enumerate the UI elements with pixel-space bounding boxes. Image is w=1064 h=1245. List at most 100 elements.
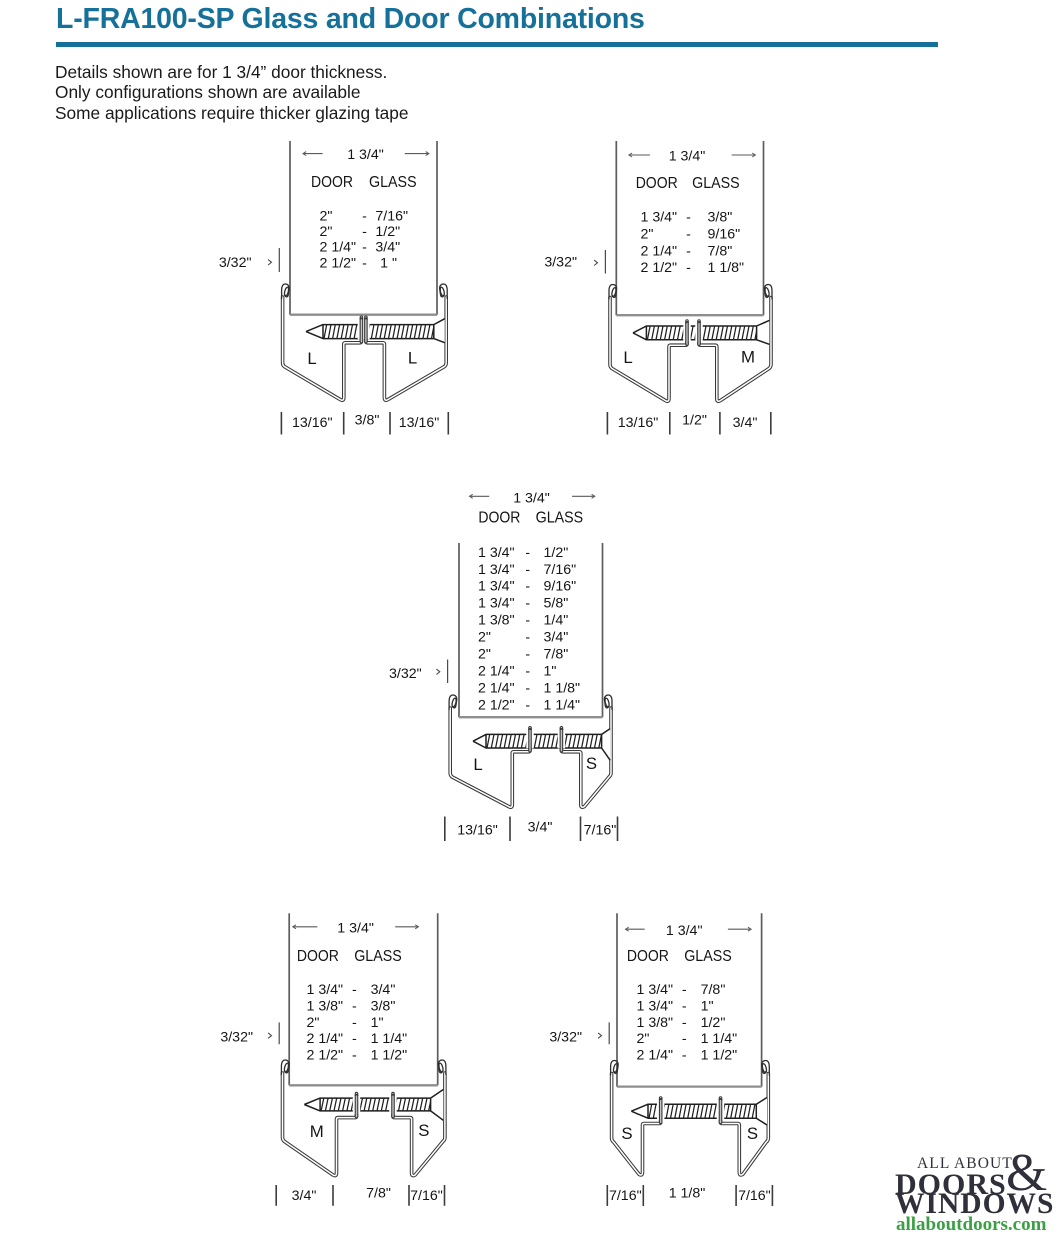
svg-text:DOOR: DOOR <box>627 948 669 965</box>
svg-text:1 1/8": 1 1/8" <box>669 1185 706 1201</box>
svg-text:-: - <box>362 209 367 225</box>
svg-text:-: - <box>362 240 367 256</box>
svg-text:1": 1" <box>371 1015 384 1031</box>
svg-text:7/8": 7/8" <box>366 1185 391 1201</box>
svg-text:1 3/4": 1 3/4" <box>478 596 515 612</box>
svg-text:1": 1" <box>701 998 714 1014</box>
svg-text:L: L <box>623 348 632 367</box>
svg-text:S: S <box>586 754 597 773</box>
svg-text:1 ": 1 " <box>375 255 397 271</box>
svg-text:-: - <box>686 210 691 226</box>
svg-text:1 3/8": 1 3/8" <box>637 1015 674 1031</box>
svg-text:1 3/4": 1 3/4" <box>307 982 344 998</box>
svg-text:2 1/4": 2 1/4" <box>307 1031 344 1047</box>
svg-text:2 1/4": 2 1/4" <box>320 240 357 256</box>
svg-text:M: M <box>310 1122 324 1141</box>
svg-text:1 3/4": 1 3/4" <box>641 210 678 226</box>
svg-text:-: - <box>352 1031 357 1047</box>
svg-text:7/8": 7/8" <box>708 243 733 259</box>
svg-text:GLASS: GLASS <box>536 509 584 526</box>
svg-text:-: - <box>686 226 691 242</box>
svg-text:-: - <box>525 663 530 679</box>
svg-text:2": 2" <box>307 1015 320 1031</box>
svg-text:7/16": 7/16" <box>584 822 617 838</box>
svg-text:1/2": 1/2" <box>682 413 707 429</box>
svg-text:S: S <box>621 1124 632 1143</box>
svg-text:GLASS: GLASS <box>354 948 402 965</box>
svg-text:1 3/4": 1 3/4" <box>478 579 515 595</box>
svg-text:1": 1" <box>544 663 557 679</box>
svg-text:1 1/4": 1 1/4" <box>701 1031 738 1047</box>
svg-text:7/16": 7/16" <box>544 562 577 578</box>
svg-text:-: - <box>682 1048 687 1064</box>
svg-text:-: - <box>525 579 530 595</box>
svg-text:2 1/2": 2 1/2" <box>320 255 357 271</box>
svg-text:7/16": 7/16" <box>738 1188 771 1204</box>
svg-text:-: - <box>682 998 687 1014</box>
svg-text:2": 2" <box>320 209 333 225</box>
svg-text:DOOR: DOOR <box>311 174 353 191</box>
svg-text:-: - <box>352 1048 357 1064</box>
svg-text:3/4": 3/4" <box>292 1188 317 1204</box>
svg-text:1 3/8": 1 3/8" <box>478 613 515 629</box>
svg-text:-: - <box>682 1031 687 1047</box>
svg-text:-: - <box>525 647 530 663</box>
svg-text:7/16": 7/16" <box>410 1188 443 1204</box>
svg-text:M: M <box>741 347 755 366</box>
svg-text:1 1/8": 1 1/8" <box>708 260 745 276</box>
svg-text:2": 2" <box>641 226 654 242</box>
svg-text:1/2": 1/2" <box>544 545 569 561</box>
svg-text:7/8": 7/8" <box>701 982 726 998</box>
svg-text:-: - <box>682 1015 687 1031</box>
svg-text:1/4": 1/4" <box>544 613 569 629</box>
svg-text:3/32": 3/32" <box>219 255 252 271</box>
svg-text:1 1/8": 1 1/8" <box>544 680 581 696</box>
svg-text:1 3/8": 1 3/8" <box>307 998 344 1014</box>
svg-text:1 1/2": 1 1/2" <box>701 1048 738 1064</box>
svg-text:-: - <box>362 255 367 271</box>
svg-text:-: - <box>525 545 530 561</box>
svg-text:-: - <box>525 680 530 696</box>
svg-text:-: - <box>352 998 357 1014</box>
svg-text:1 1/4": 1 1/4" <box>371 1031 408 1047</box>
svg-text:9/16": 9/16" <box>708 226 741 242</box>
svg-text:3/4": 3/4" <box>528 820 553 836</box>
svg-text:DOOR: DOOR <box>478 509 520 526</box>
svg-text:13/16": 13/16" <box>399 415 440 431</box>
svg-text:1 3/4": 1 3/4" <box>637 982 674 998</box>
svg-text:13/16": 13/16" <box>618 415 659 431</box>
svg-text:-: - <box>525 613 530 629</box>
svg-text:13/16": 13/16" <box>292 415 333 431</box>
svg-text:3/4": 3/4" <box>733 415 758 431</box>
svg-text:2 1/4": 2 1/4" <box>641 243 678 259</box>
svg-text:3/8": 3/8" <box>708 210 733 226</box>
svg-text:L: L <box>307 349 316 368</box>
svg-text:GLASS: GLASS <box>369 174 417 191</box>
svg-text:2 1/4": 2 1/4" <box>478 680 515 696</box>
svg-text:1 3/4": 1 3/4" <box>637 998 674 1014</box>
svg-text:3/4": 3/4" <box>375 240 400 256</box>
svg-text:-: - <box>525 697 530 713</box>
svg-text:2": 2" <box>637 1031 650 1047</box>
svg-text:1 3/4": 1 3/4" <box>478 562 515 578</box>
svg-text:13/16": 13/16" <box>457 822 498 838</box>
svg-text:7/8": 7/8" <box>544 647 569 663</box>
svg-text:-: - <box>686 243 691 259</box>
svg-text:2 1/4": 2 1/4" <box>637 1048 674 1064</box>
svg-text:5/8": 5/8" <box>544 596 569 612</box>
svg-text:-: - <box>352 982 357 998</box>
svg-text:3/8": 3/8" <box>371 998 396 1014</box>
svg-text:3/4": 3/4" <box>371 982 396 998</box>
svg-text:1 3/4": 1 3/4" <box>666 923 703 939</box>
svg-text:1/2": 1/2" <box>701 1015 726 1031</box>
svg-text:9/16": 9/16" <box>544 579 577 595</box>
svg-text:-: - <box>362 224 367 240</box>
svg-text:2 1/2": 2 1/2" <box>478 697 515 713</box>
svg-text:1 3/4": 1 3/4" <box>669 149 706 165</box>
svg-text:1 1/2": 1 1/2" <box>371 1048 408 1064</box>
svg-text:3/8": 3/8" <box>355 413 380 429</box>
svg-text:1 3/4": 1 3/4" <box>337 920 374 936</box>
svg-text:-: - <box>525 596 530 612</box>
svg-text:2 1/2": 2 1/2" <box>307 1048 344 1064</box>
svg-text:7/16": 7/16" <box>609 1188 642 1204</box>
